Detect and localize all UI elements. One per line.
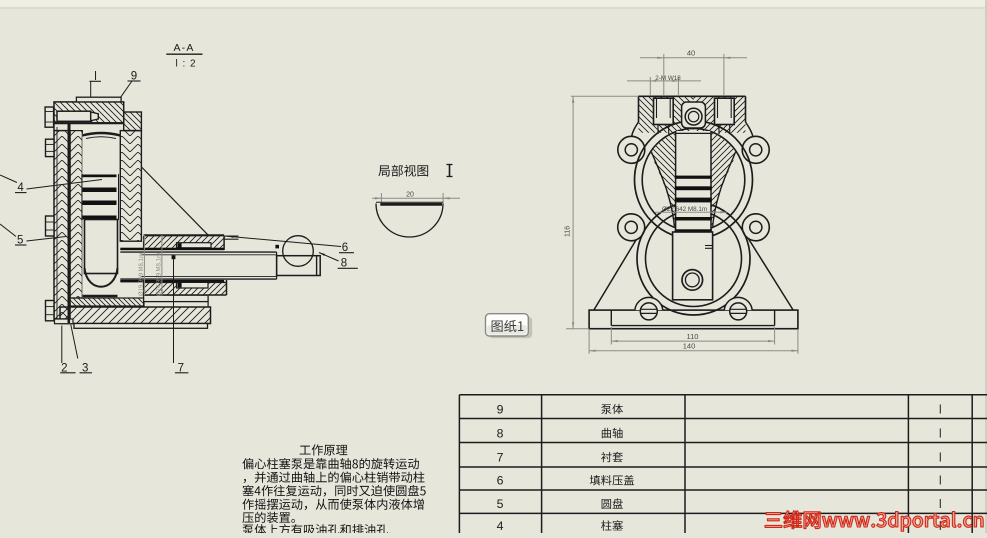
svg-text:2-M W18: 2-M W18 (655, 75, 681, 82)
svg-text:6: 6 (342, 242, 348, 254)
svg-text:7: 7 (178, 363, 184, 375)
svg-text:110: 110 (687, 332, 699, 341)
svg-text:A-A: A-A (173, 42, 194, 54)
svg-text:9: 9 (131, 71, 137, 83)
svg-text:5: 5 (497, 497, 504, 511)
svg-text:8: 8 (497, 426, 504, 440)
svg-text:l : 2: l : 2 (175, 59, 196, 70)
svg-text:l: l (939, 428, 942, 440)
svg-text:3: 3 (82, 363, 88, 375)
svg-text:8: 8 (341, 258, 347, 270)
svg-text:l: l (94, 71, 97, 83)
svg-text:7: 7 (497, 450, 504, 464)
svg-text:2: 2 (61, 363, 67, 375)
svg-text:l: l (939, 521, 942, 533)
svg-text:4: 4 (497, 519, 504, 533)
svg-text:l: l (939, 404, 942, 416)
svg-text:116: 116 (565, 226, 572, 237)
svg-text:140: 140 (683, 342, 696, 351)
svg-text:40: 40 (687, 49, 695, 58)
svg-text:9: 9 (497, 402, 504, 416)
svg-text:4: 4 (17, 182, 24, 194)
svg-text:l: l (939, 476, 942, 488)
svg-text:Ø22.642 M8.1m: Ø22.642 M8.1m (662, 206, 707, 213)
svg-text:20: 20 (406, 192, 414, 199)
svg-text:5: 5 (17, 235, 23, 247)
svg-text:6: 6 (497, 474, 504, 488)
svg-text:l: l (939, 452, 942, 464)
svg-text:l: l (939, 499, 942, 511)
